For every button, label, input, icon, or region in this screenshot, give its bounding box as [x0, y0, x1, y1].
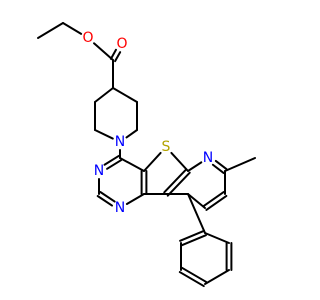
double-bond-line — [109, 48, 117, 60]
double-bond-line — [202, 191, 225, 208]
double-bond-line — [181, 266, 208, 283]
single-bond — [170, 151, 189, 172]
double-bond-line — [179, 229, 206, 242]
single-bond — [94, 87, 114, 103]
atom-label-n: N — [115, 200, 125, 216]
double-bond-line — [166, 171, 191, 197]
single-bond — [125, 129, 138, 139]
atom-label-n: N — [203, 150, 213, 166]
atom-label-n: N — [94, 163, 104, 179]
single-bond — [119, 157, 145, 172]
single-bond — [112, 87, 138, 103]
double-bond-line — [106, 159, 123, 170]
atom-label-o: O — [82, 30, 93, 46]
double-bond-line — [96, 194, 114, 207]
single-bond — [187, 193, 206, 234]
single-bond — [143, 151, 162, 172]
single-bond — [37, 22, 64, 39]
single-bond — [224, 157, 256, 172]
single-bond — [204, 269, 230, 285]
single-bond — [204, 232, 230, 244]
single-bond — [125, 193, 145, 205]
double-bond-line — [99, 191, 116, 203]
double-bond-line — [163, 168, 188, 194]
bond-layer — [37, 22, 256, 288]
double-bond-line — [211, 163, 225, 174]
single-bond — [187, 193, 206, 209]
atom-label-n: N — [115, 134, 125, 150]
atom-label-s: S — [162, 139, 171, 155]
single-bond — [94, 129, 114, 140]
double-bond-line — [114, 51, 122, 63]
double-bond-line — [103, 154, 120, 166]
single-bond — [187, 161, 203, 172]
double-bond-line — [214, 159, 228, 171]
double-bond-line — [178, 271, 205, 288]
atom-label-o: O — [116, 36, 127, 52]
double-bond-line — [205, 194, 228, 211]
single-bond — [93, 42, 114, 61]
single-bond — [62, 22, 83, 35]
double-bond-line — [180, 234, 207, 247]
